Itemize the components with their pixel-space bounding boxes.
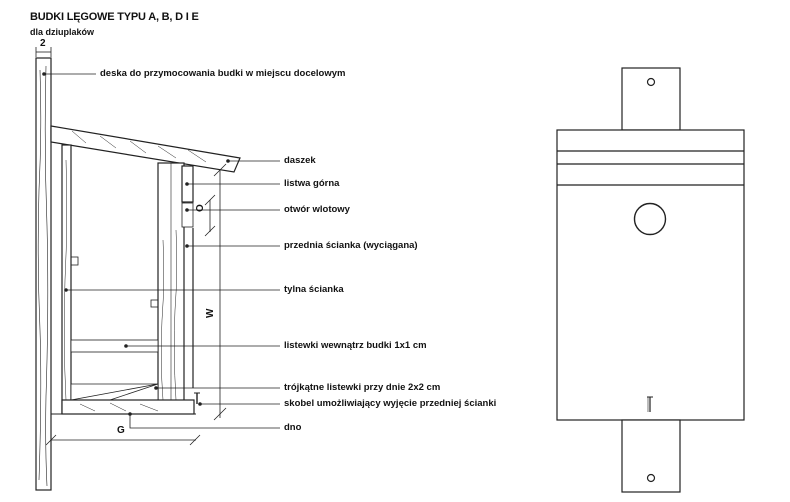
label-roof: daszek [284,155,316,166]
label-bottom: dno [284,422,302,433]
back-wall-mark [70,256,79,266]
front-view [556,67,745,493]
leader-dots [42,72,230,416]
diagram-subtitle: dla dziuplaków [30,27,95,37]
back-wall-shape [61,144,72,414]
bottom-shape [61,399,195,415]
entrance-hole-shape [181,202,194,228]
label-mounting-board: deska do przymocowania budki w miejscu d… [100,68,346,79]
g-dim-line [45,434,201,446]
triangular-strips-shape [70,383,159,401]
front-wall-shape [157,162,185,414]
o-dim-line [204,194,216,237]
label-back-wall: tylna ścianka [284,284,344,295]
label-front-wall: przednia ścianka (wyciągana) [284,240,418,251]
label-triangular-strips: trójkątne listewki przy dnie 2x2 cm [284,382,441,393]
w-dim-line [213,163,227,421]
label-inner-strips: listewki wewnątrz budki 1x1 cm [284,340,427,351]
leader-lines [44,73,280,429]
clip-shape [194,392,200,404]
board-width-label: 2 [40,38,46,49]
o-dim-label: O [195,204,206,212]
g-dim-label: G [117,425,125,436]
label-top-strip: listwa górna [284,178,340,189]
diagram-title: BUDKI LĘGOWE TYPU A, B, D I E [30,11,199,23]
label-entrance-hole: otwór wlotowy [284,204,350,215]
roof-shape [50,125,241,173]
label-clip: skobel umożliwiający wyjęcie przedniej ś… [284,398,497,409]
mounting-board-shape [35,57,52,491]
front-wall-mark [150,299,159,308]
board-width-dim [35,47,52,57]
w-dim-label: W [205,308,216,318]
